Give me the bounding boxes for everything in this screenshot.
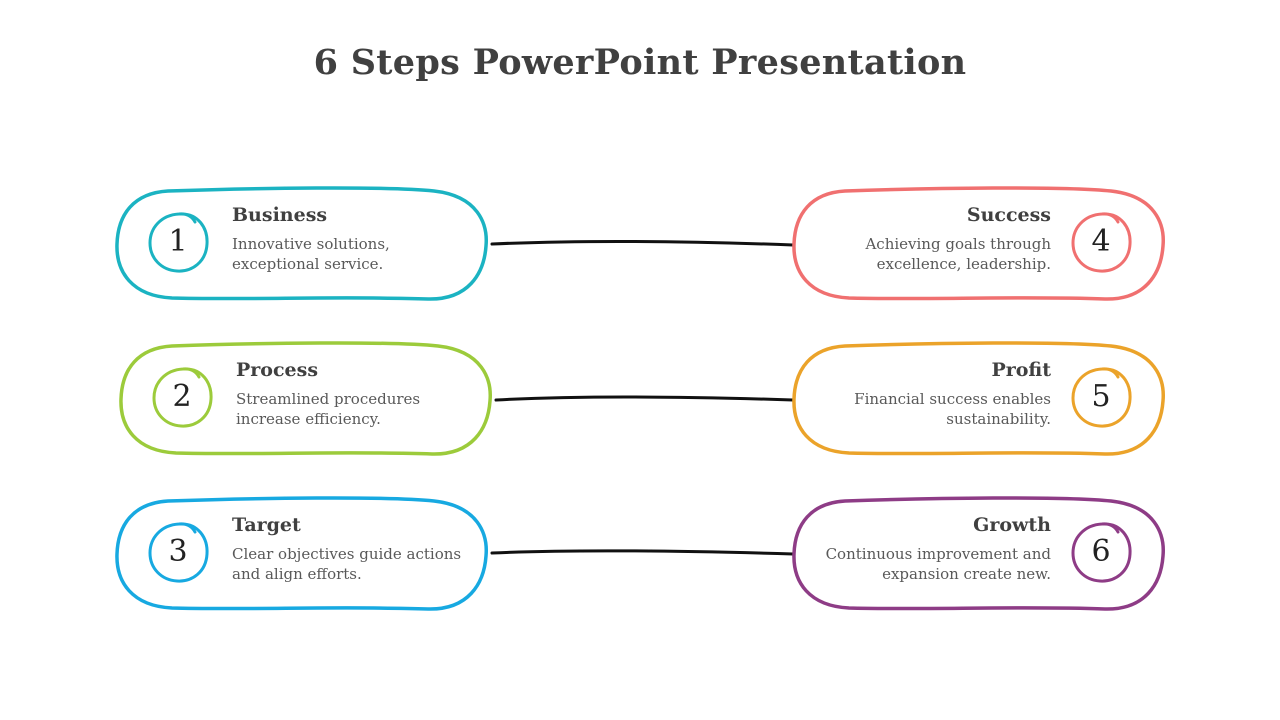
step-card-6: 6 Growth Continuous improvement and expa…	[792, 496, 1165, 611]
connector-1-4	[490, 240, 795, 247]
connector-3-6	[490, 549, 795, 556]
step-number-badge: 4	[1069, 210, 1133, 274]
step-number-badge: 3	[146, 520, 210, 584]
step-heading: Process	[236, 359, 319, 381]
card-frame	[115, 496, 488, 611]
step-number: 2	[172, 379, 192, 414]
step-card-1: 1 Business Innovative solutions, excepti…	[115, 186, 488, 301]
step-number: 4	[1091, 224, 1111, 259]
step-number: 1	[168, 224, 188, 259]
card-frame	[792, 186, 1165, 301]
step-card-5: 5 Profit Financial success enables susta…	[792, 341, 1165, 456]
step-number-badge: 1	[146, 210, 210, 274]
step-description: Achieving goals through excellence, lead…	[865, 235, 1051, 273]
step-heading: Business	[232, 204, 328, 226]
step-description: Financial success enables sustainability…	[854, 390, 1051, 428]
step-description: Innovative solutions, exceptional servic…	[232, 235, 390, 273]
card-frame	[792, 341, 1165, 456]
step-description: Streamlined procedures increase efficien…	[236, 390, 421, 428]
step-heading: Growth	[973, 514, 1051, 536]
step-number-badge: 6	[1069, 520, 1133, 584]
card-frame	[115, 186, 488, 301]
card-frame	[792, 496, 1165, 611]
step-number: 5	[1091, 379, 1111, 414]
step-heading: Success	[966, 204, 1051, 226]
step-heading: Target	[232, 514, 301, 536]
step-card-3: 3 Target Clear objectives guide actions …	[115, 496, 488, 611]
slide-title: 6 Steps PowerPoint Presentation	[313, 42, 967, 83]
step-number-badge: 2	[150, 365, 214, 429]
step-description: Clear objectives guide actions and align…	[232, 545, 462, 583]
step-number: 6	[1091, 534, 1111, 569]
step-heading: Profit	[991, 359, 1051, 381]
connector-2-5	[494, 395, 795, 402]
step-card-4: 4 Success Achieving goals through excell…	[792, 186, 1165, 301]
step-number-badge: 5	[1069, 365, 1133, 429]
step-card-2: 2 Process Streamlined procedures increas…	[119, 341, 492, 456]
card-frame	[119, 341, 492, 456]
step-number: 3	[168, 534, 188, 569]
step-description: Continuous improvement and expansion cre…	[825, 545, 1051, 583]
